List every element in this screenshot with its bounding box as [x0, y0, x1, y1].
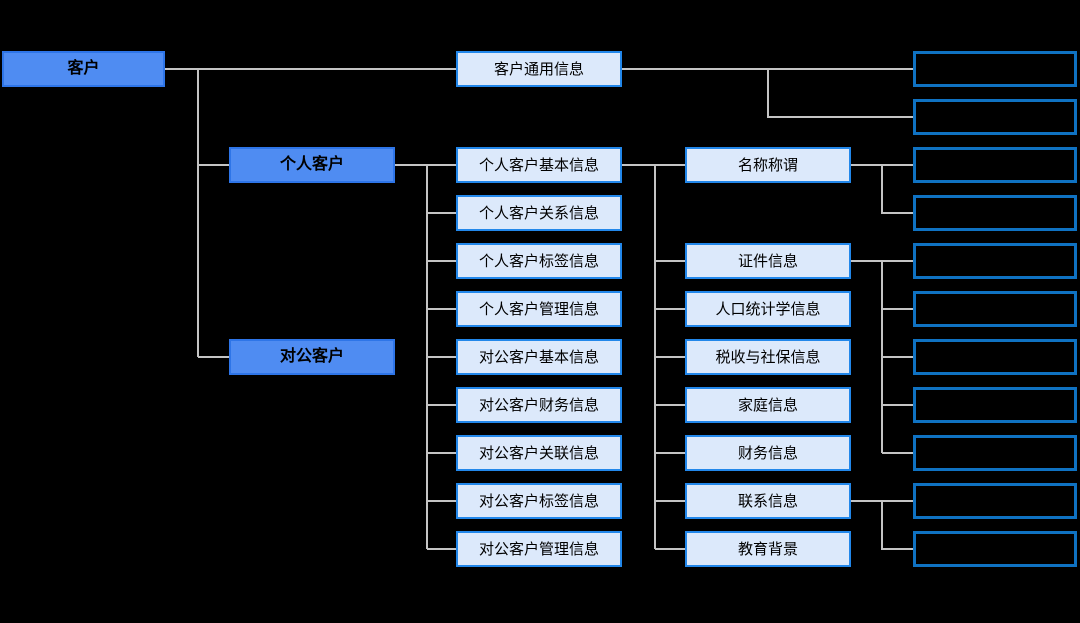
node-corporate-relation-info: 对公客户关联信息 [456, 435, 622, 471]
placeholder-box-9 [913, 435, 1077, 471]
placeholder-box-11 [913, 531, 1077, 567]
node-corporate-tag-info: 对公客户标签信息 [456, 483, 622, 519]
node-id-document-info: 证件信息 [685, 243, 851, 279]
placeholder-box-8 [913, 387, 1077, 423]
node-personal-mgmt-info: 个人客户管理信息 [456, 291, 622, 327]
node-customer-general-info: 客户通用信息 [456, 51, 622, 87]
placeholder-box-1 [913, 51, 1077, 87]
node-education-background: 教育背景 [685, 531, 851, 567]
node-demographic-info: 人口统计学信息 [685, 291, 851, 327]
connector-path [165, 68, 913, 550]
node-personal-tag-info: 个人客户标签信息 [456, 243, 622, 279]
placeholder-box-2 [913, 99, 1077, 135]
placeholder-box-5 [913, 243, 1077, 279]
node-personal-relation-info: 个人客户关系信息 [456, 195, 622, 231]
placeholder-box-10 [913, 483, 1077, 519]
node-name-title: 名称称谓 [685, 147, 851, 183]
node-customer: 客户 [2, 51, 165, 87]
node-financial-info: 财务信息 [685, 435, 851, 471]
placeholder-box-7 [913, 339, 1077, 375]
node-contact-info: 联系信息 [685, 483, 851, 519]
placeholder-box-4 [913, 195, 1077, 231]
node-corporate-mgmt-info: 对公客户管理信息 [456, 531, 622, 567]
node-tax-social-security-info: 税收与社保信息 [685, 339, 851, 375]
node-corporate-finance-info: 对公客户财务信息 [456, 387, 622, 423]
node-corporate-basic-info: 对公客户基本信息 [456, 339, 622, 375]
placeholder-box-3 [913, 147, 1077, 183]
node-corporate-customer: 对公客户 [229, 339, 395, 375]
node-personal-customer: 个人客户 [229, 147, 395, 183]
node-family-info: 家庭信息 [685, 387, 851, 423]
placeholder-box-6 [913, 291, 1077, 327]
node-personal-basic-info: 个人客户基本信息 [456, 147, 622, 183]
